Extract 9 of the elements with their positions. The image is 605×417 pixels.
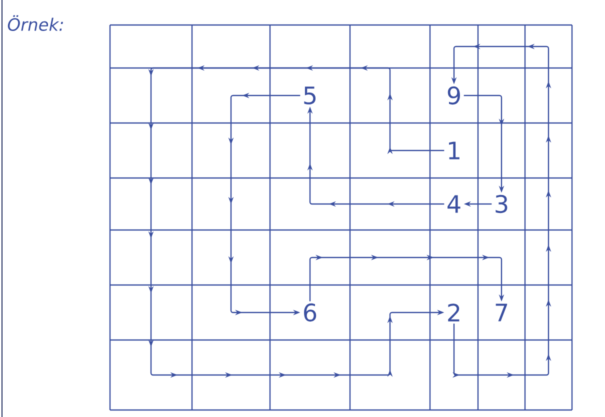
number: 9	[448, 86, 460, 105]
number: 2	[448, 304, 460, 322]
number: 7	[496, 304, 508, 322]
number: 4	[448, 195, 460, 213]
number: 5	[304, 86, 316, 104]
title: Örnek:	[8, 15, 63, 31]
number: 1	[449, 142, 460, 160]
number: 3	[496, 194, 508, 214]
number: 6	[304, 303, 316, 322]
